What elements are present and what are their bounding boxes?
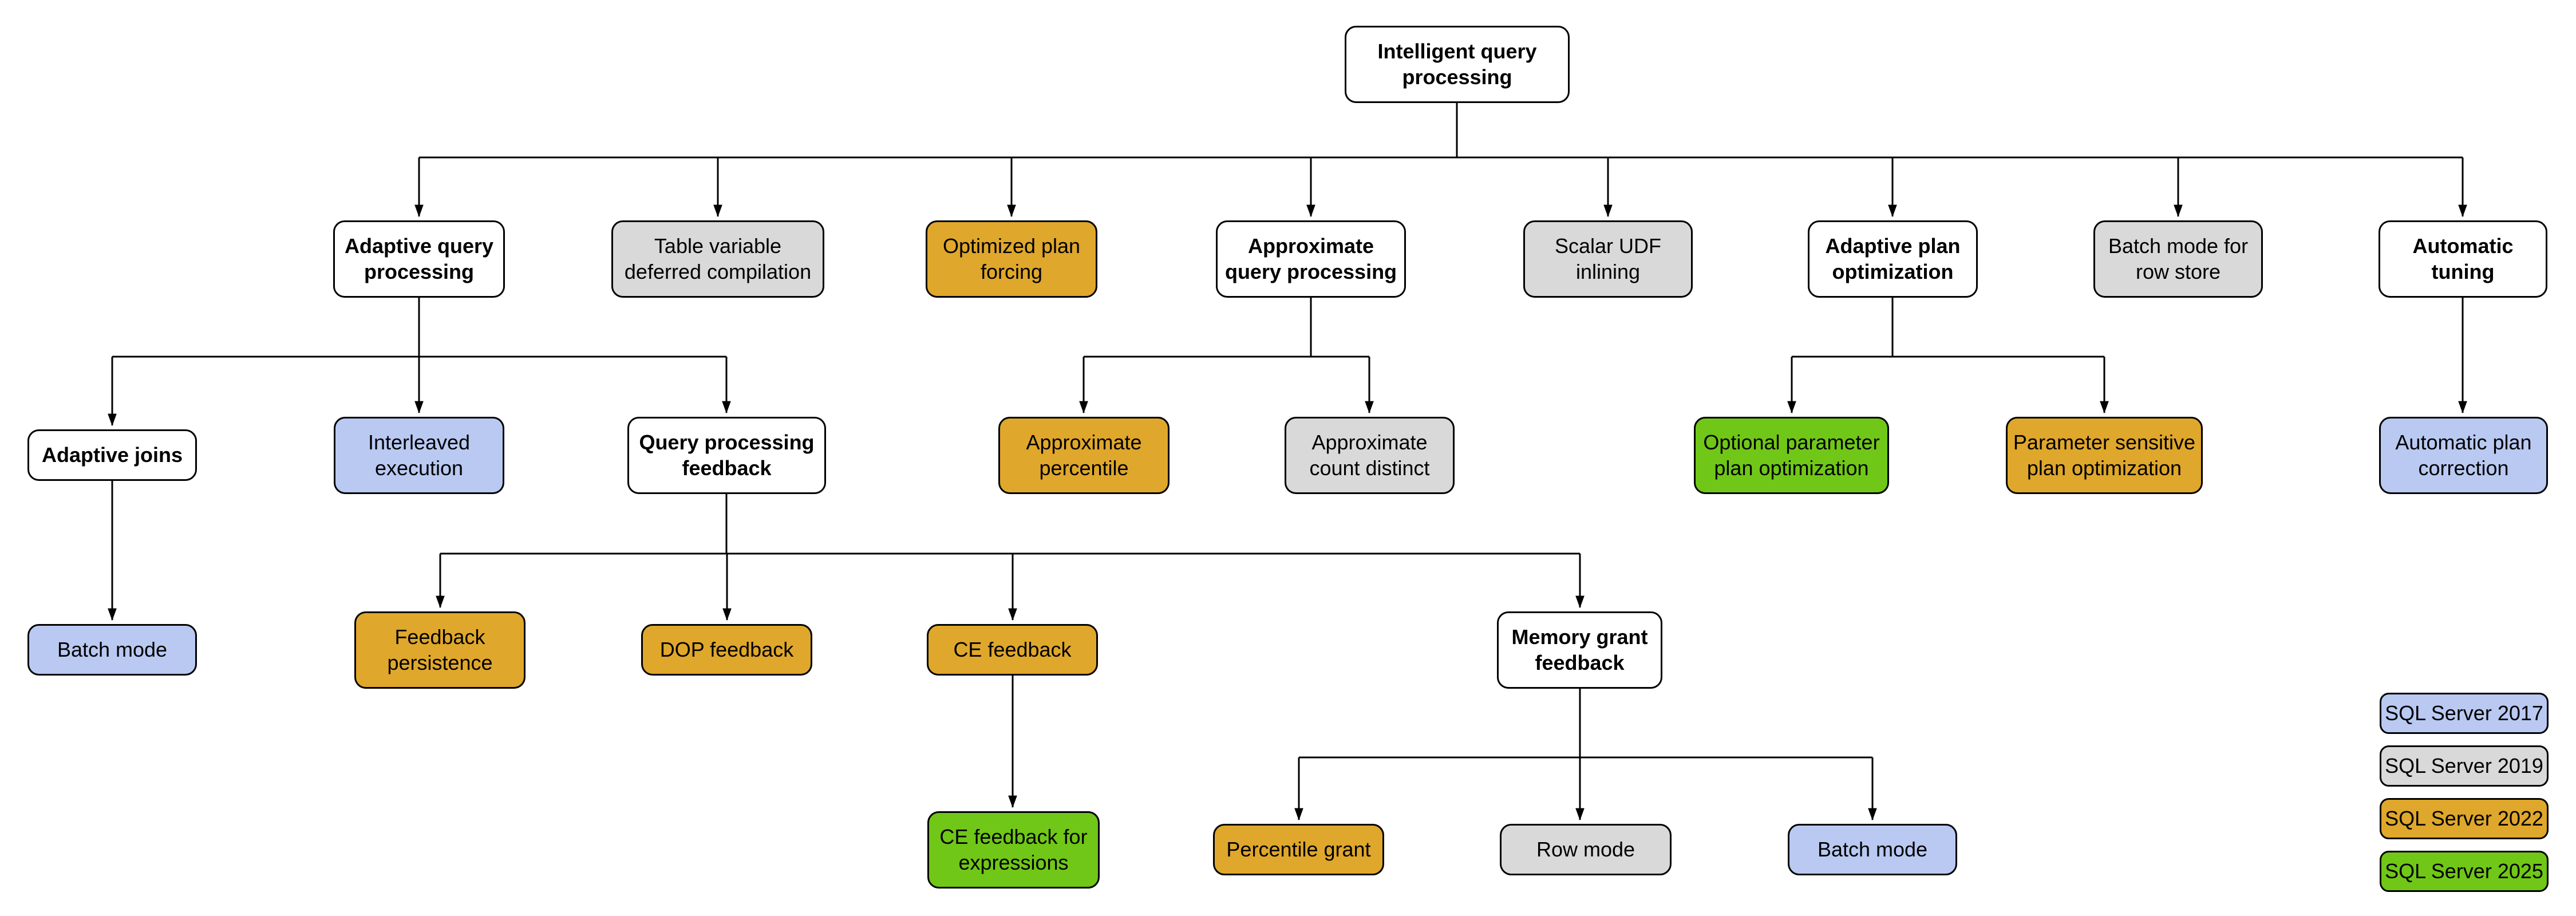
rail-query-processing-feedback <box>440 494 1580 555</box>
node-table-variable-deferred-compilation: Table variable deferred compilation <box>611 220 824 298</box>
node-feedback-persistence: Feedback persistence <box>354 611 526 689</box>
node-adaptive-plan-optimization: Adaptive plan optimization <box>1808 220 1978 298</box>
node-interleaved-execution: Interleaved execution <box>334 417 504 494</box>
node-row-mode: Row mode <box>1500 824 1672 875</box>
node-adaptive-query-processing: Adaptive query processing <box>333 220 505 298</box>
legend-item-sql-server-2019: SQL Server 2019 <box>2380 745 2549 787</box>
node-scalar-udf-inlining: Scalar UDF inlining <box>1523 220 1693 298</box>
node-batch-mode-for-row-store: Batch mode for row store <box>2093 220 2263 298</box>
rail-memory-grant-feedback <box>1299 689 1872 759</box>
node-ce-feedback: CE feedback <box>927 624 1098 676</box>
node-dop-feedback: DOP feedback <box>641 624 812 676</box>
node-parameter-sensitive-plan-optimization: Parameter sensitive plan optimization <box>2006 417 2203 494</box>
legend-item-sql-server-2017: SQL Server 2017 <box>2380 693 2549 734</box>
node-intelligent-query-processing: Intelligent query processing <box>1345 26 1570 103</box>
rail-root <box>419 103 2463 159</box>
node-memory-grant-feedback: Memory grant feedback <box>1497 611 1662 689</box>
legend-item-sql-server-2025: SQL Server 2025 <box>2380 851 2549 892</box>
node-approximate-query-processing: Approximate query processing <box>1216 220 1406 298</box>
node-optimized-plan-forcing: Optimized plan forcing <box>926 220 1097 298</box>
node-batch-mode-adaptive-joins: Batch mode <box>27 624 197 676</box>
node-percentile-grant: Percentile grant <box>1213 824 1384 875</box>
legend-item-sql-server-2022: SQL Server 2022 <box>2380 798 2549 839</box>
node-adaptive-joins: Adaptive joins <box>27 429 197 481</box>
node-optional-parameter-plan-optimization: Optional parameter plan optimization <box>1694 417 1889 494</box>
rail-approximate-qp <box>1084 298 1369 358</box>
node-approximate-count-distinct: Approximate count distinct <box>1285 417 1455 494</box>
node-ce-feedback-for-expressions: CE feedback for expressions <box>927 811 1100 889</box>
node-automatic-tuning: Automatic tuning <box>2379 220 2547 298</box>
node-query-processing-feedback: Query processing feedback <box>627 417 826 494</box>
rail-adaptive-qp <box>112 298 726 358</box>
rail-adaptive-plan-opt <box>1792 298 2104 358</box>
node-approximate-percentile: Approximate percentile <box>998 417 1170 494</box>
node-automatic-plan-correction: Automatic plan correction <box>2379 417 2548 494</box>
node-batch-mode-memory-grant: Batch mode <box>1788 824 1957 875</box>
